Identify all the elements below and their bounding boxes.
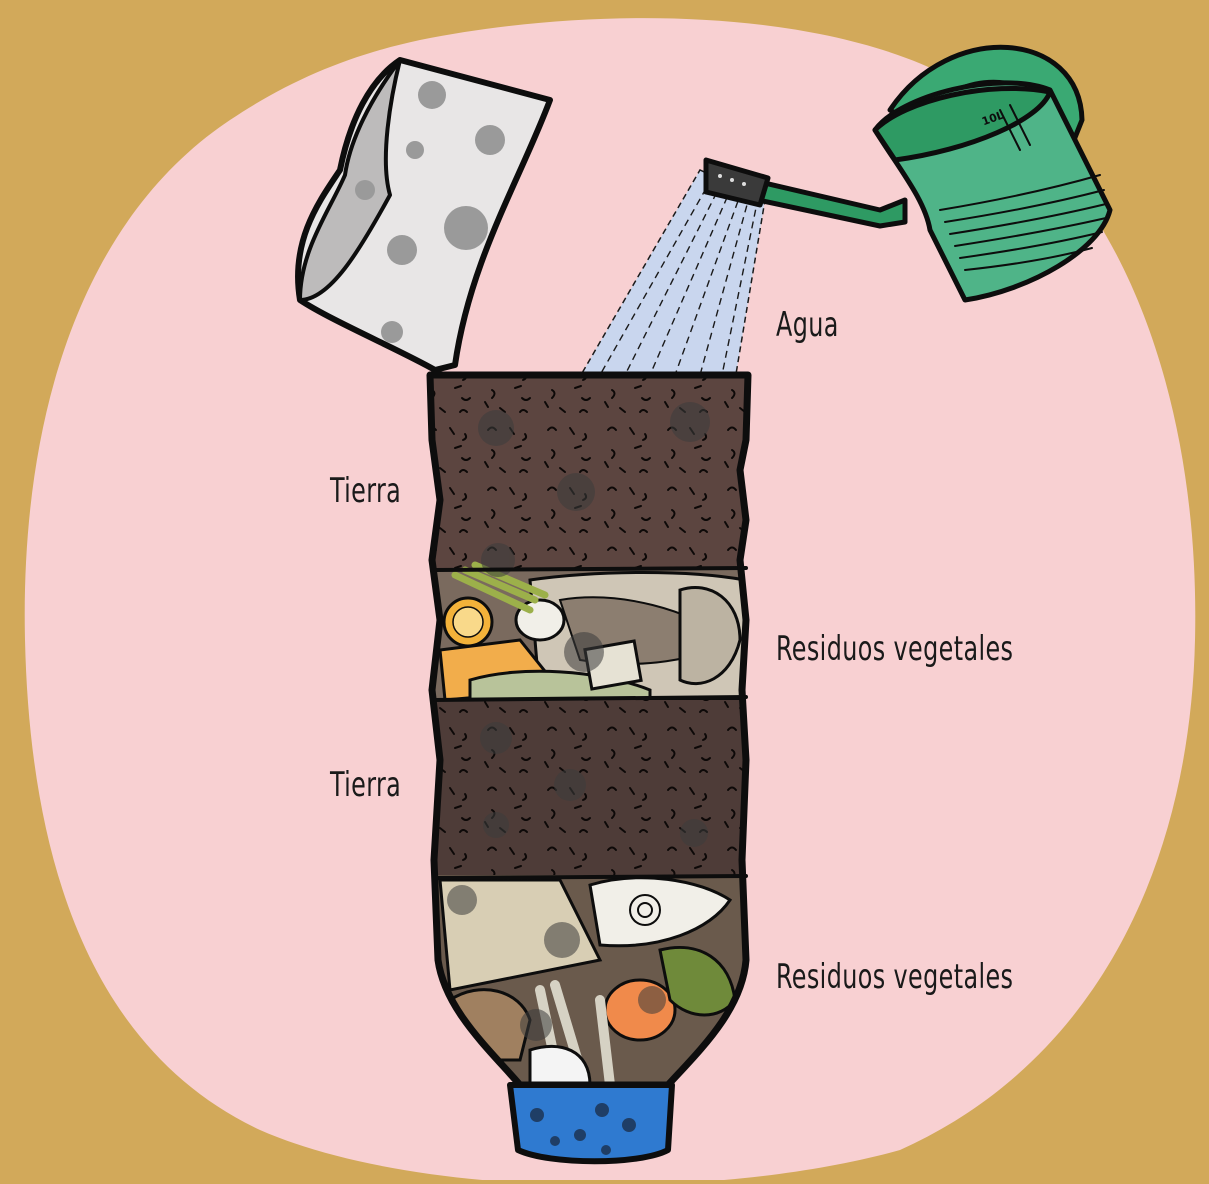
bottle-cap [510,1085,672,1161]
label-soil-bottom: Tierra [330,768,401,802]
label-vegetable-waste-bottom: Residuos vegetales [776,960,1013,994]
label-vegetable-waste-top: Residuos vegetales [776,632,1013,666]
label-water: Agua [776,308,839,342]
label-soil-top: Tierra [330,474,401,508]
bottle-layers [420,370,760,1095]
